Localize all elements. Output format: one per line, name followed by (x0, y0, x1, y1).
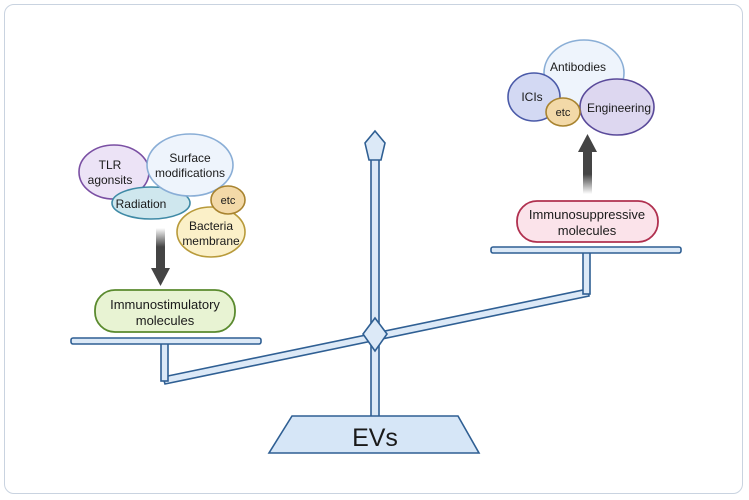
up-arrow-shaft (583, 150, 592, 194)
right-etc-label: etc (556, 107, 571, 119)
immunosuppressive-label-line2: molecules (558, 223, 617, 238)
left-hanger (160, 342, 169, 382)
immunostimulatory-label-line1: Immunostimulatory (110, 297, 220, 312)
surface-modifications-label-line1: Surface (169, 151, 211, 165)
engineering-label: Engineering (587, 101, 651, 115)
up-arrow-head (578, 134, 597, 152)
icis-label: ICIs (521, 90, 542, 104)
tlr-agonists-label-line2: agonsits (88, 173, 133, 187)
immunostimulatory-box (94, 289, 236, 333)
bacteria-membrane-label-line2: membrane (182, 234, 240, 248)
radiation-label: Radiation (116, 197, 167, 211)
bacteria-membrane-label-line1: Bacteria (189, 219, 233, 233)
surface-modifications-bubble (146, 133, 234, 197)
right-pan (490, 246, 682, 254)
engineering-bubble (579, 78, 655, 136)
right-hanger (582, 251, 591, 295)
radiation-bubble (111, 186, 191, 220)
scale-base (267, 415, 481, 454)
left-etc-bubble (210, 185, 246, 215)
immunosuppressive-label-line1: Immunosuppressive (529, 207, 645, 222)
immunosuppressive-box (516, 200, 659, 243)
down-arrow-shaft (156, 228, 165, 270)
left-pan (70, 337, 262, 345)
pivot-diamond (362, 316, 388, 353)
immunostimulatory-label-line2: molecules (136, 313, 195, 328)
bacteria-membrane-bubble (176, 206, 246, 258)
antibodies-label: Antibodies (550, 60, 606, 74)
left-etc-label: etc (221, 195, 236, 207)
pole-top-marker (364, 129, 386, 161)
tlr-agonists-label-line1: TLR (99, 158, 122, 172)
base-label: EVs (352, 424, 398, 452)
surface-modifications-label-line2: modifications (155, 166, 225, 180)
scale-pole (370, 157, 380, 419)
down-arrow-head (151, 268, 170, 286)
right-etc-bubble (545, 97, 581, 127)
